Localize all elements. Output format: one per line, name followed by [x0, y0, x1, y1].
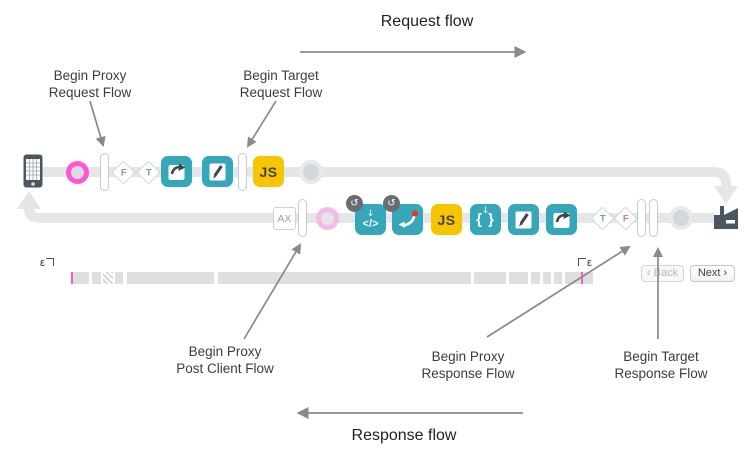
timeline-segment[interactable] [509, 272, 528, 284]
annotation-begin-proxy-post-client: Begin Proxy Post Client Flow [176, 343, 274, 377]
js-icon: JS [437, 211, 456, 228]
annotation-begin-proxy-request: Begin Proxy Request Flow [49, 67, 132, 101]
timeline-segment[interactable] [92, 272, 101, 284]
condition-letter: T [599, 212, 605, 224]
timeline-segment[interactable] [474, 272, 506, 284]
request-sent-step[interactable] [299, 160, 323, 184]
response-flow-heading: Response flow [351, 427, 457, 444]
epsilon-bracket-icon [578, 258, 586, 266]
annotation-begin-proxy-response: Begin Proxy Response Flow [421, 348, 514, 382]
annotation-line: Request Flow [239, 85, 323, 100]
condition-false-step[interactable]: F [612, 205, 638, 231]
down-arrow-icon: ↓ [366, 208, 375, 219]
timeline-segment[interactable] [218, 272, 471, 284]
timeline-segment[interactable] [543, 272, 551, 284]
paper-arrow-icon [553, 211, 571, 228]
annotation-line: Begin Proxy [53, 68, 127, 83]
condition-true-step[interactable]: T [589, 205, 615, 231]
timeline-segment[interactable] [554, 272, 562, 284]
pointer-arrow-post-client-icon [243, 243, 302, 340]
annotation-line: Begin Proxy [431, 349, 505, 364]
epsilon-label: ε [40, 257, 45, 269]
replay-badge-icon: ↺ [383, 195, 400, 212]
pointer-arrow-proxy-response-icon [486, 245, 631, 338]
annotation-line: Post Client Flow [176, 361, 274, 376]
epsilon-bracket-icon [45, 258, 54, 266]
timeline-segment[interactable] [115, 272, 123, 284]
request-flow-heading: Request flow [380, 13, 474, 30]
annotation-line: Begin Target [623, 349, 699, 364]
assign-message-policy-step[interactable] [202, 156, 233, 187]
paper-pencil-icon [515, 211, 532, 229]
annotation-line: Begin Proxy [188, 344, 262, 359]
annotation-line: Request Flow [48, 85, 132, 100]
condition-letter: F [120, 166, 126, 178]
begin-proxy-request-flow-marker[interactable] [100, 153, 109, 191]
condition-true-step[interactable]: T [135, 159, 161, 185]
condition-false-step[interactable]: F [110, 159, 136, 185]
begin-proxy-post-client-flow-marker[interactable] [298, 199, 307, 237]
annotation-line: Begin Target [243, 68, 319, 83]
request-flow-down-arrow-icon [714, 186, 738, 204]
next-button[interactable]: Next › [690, 265, 735, 282]
timeline-segment[interactable] [127, 272, 214, 284]
flow-callout-policy-step[interactable] [546, 204, 577, 235]
code-label: </> [362, 217, 379, 230]
response-received-step[interactable] [669, 206, 693, 230]
timeline-start-tick [71, 272, 73, 284]
ax-label: AX [277, 212, 292, 225]
js-icon: JS [259, 163, 278, 180]
client-phone-icon [23, 154, 43, 188]
timeline-segment[interactable] [73, 272, 89, 284]
begin-proxy-response-flow-marker[interactable] [637, 199, 646, 237]
annotation-line: Response Flow [614, 366, 708, 381]
pointer-arrow-target-request-icon [246, 100, 277, 148]
timeline-epsilon-left: ε [40, 257, 54, 269]
response-client-step[interactable] [315, 206, 339, 230]
replay-badge-icon: ↺ [346, 195, 363, 212]
circular-arrow-glyph: ↺ [387, 197, 396, 209]
timeline-segment[interactable] [565, 272, 593, 284]
paper-pencil-icon [209, 163, 226, 181]
circular-arrow-glyph: ↺ [350, 197, 359, 209]
flow-callout-policy-step[interactable] [161, 156, 192, 187]
analytics-step[interactable]: AX [273, 207, 296, 230]
timeline-end-tick [581, 272, 583, 284]
assign-message-policy-step[interactable] [508, 204, 539, 235]
pointer-arrow-proxy-request-icon [89, 100, 106, 147]
down-arrow-icon: ↓ [481, 206, 490, 216]
timeline-segment[interactable] [531, 272, 540, 284]
target-factory-icon [714, 206, 738, 229]
timeline-epsilon-right: ε [578, 257, 592, 269]
annotation-begin-target-request: Begin Target Request Flow [240, 67, 323, 101]
angle-brackets-down-arrow-icon: ↓ </> [362, 208, 379, 230]
javascript-policy-step[interactable]: JS [253, 156, 284, 187]
extract-variables-policy-step[interactable]: { } ↓ [470, 204, 501, 235]
annotation-begin-target-response: Begin Target Response Flow [614, 348, 707, 382]
response-flow-up-arrow-icon [17, 191, 41, 209]
epsilon-label: ε [587, 257, 592, 269]
back-button[interactable]: ‹ Back [641, 265, 684, 282]
paper-arrow-icon [168, 163, 186, 180]
begin-target-response-flow-marker[interactable] [649, 199, 658, 237]
condition-letter: T [145, 166, 151, 178]
javascript-policy-step[interactable]: JS [431, 204, 462, 235]
annotation-line: Response Flow [421, 366, 515, 381]
begin-target-request-flow-marker[interactable] [238, 153, 247, 191]
condition-letter: F [622, 212, 628, 224]
timeline-segment-hatched[interactable] [103, 272, 113, 284]
request-start-step[interactable] [65, 160, 89, 184]
